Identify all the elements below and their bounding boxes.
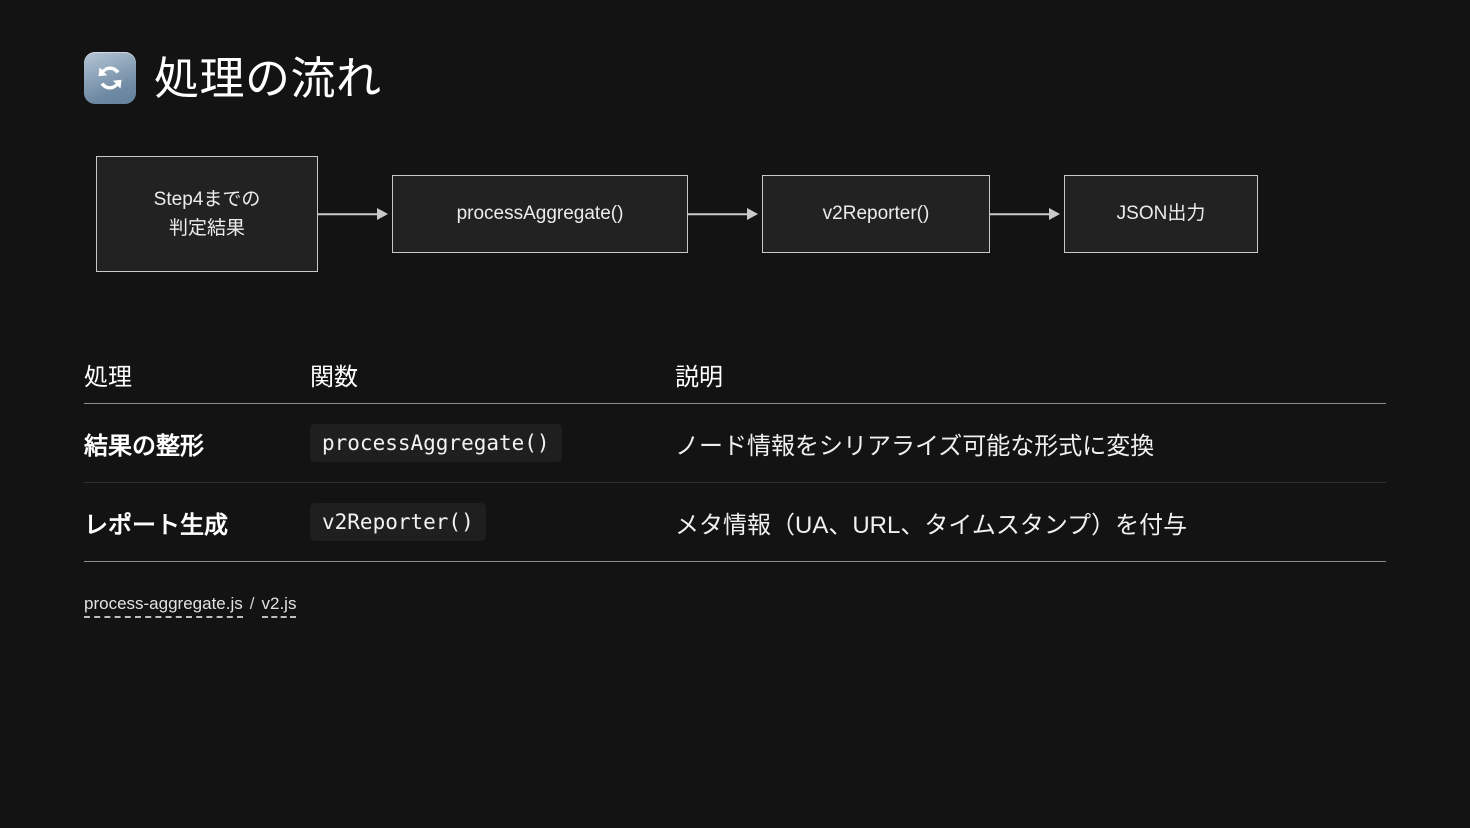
arrow-shaft bbox=[990, 213, 1054, 215]
table-cell-description: ノード情報をシリアライズ可能な形式に変換 bbox=[675, 426, 1386, 461]
link-separator: / bbox=[249, 594, 255, 613]
page-header: 処理の流れ bbox=[84, 52, 382, 104]
process-flow-diagram: Step4までの 判定結果 processAggregate() v2Repor… bbox=[96, 156, 1258, 272]
arrow-head bbox=[377, 208, 388, 220]
table-header-function: 関数 bbox=[310, 363, 358, 391]
source-link-v2[interactable]: v2.js bbox=[261, 594, 297, 618]
flow-node-json-output-label: JSON出力 bbox=[1116, 203, 1206, 225]
page-title: 処理の流れ bbox=[154, 52, 382, 104]
source-link-process-aggregate[interactable]: process-aggregate.js bbox=[84, 594, 243, 618]
table-cell-process: 結果の整形 bbox=[84, 426, 310, 461]
arrow-shaft bbox=[318, 213, 382, 215]
table-header-process: 処理 bbox=[84, 363, 132, 391]
table-header-description: 説明 bbox=[675, 363, 723, 391]
flow-node-v2-reporter: v2Reporter() bbox=[762, 175, 990, 253]
arrow-head bbox=[1049, 208, 1060, 220]
function-code-chip: processAggregate() bbox=[310, 423, 562, 463]
flow-node-input-line-2: 判定結果 bbox=[168, 218, 245, 239]
arrow-head bbox=[747, 208, 758, 220]
source-file-links: process-aggregate.js / v2.js bbox=[84, 594, 297, 618]
flow-arrow-1 bbox=[318, 207, 392, 221]
function-code-chip: v2Reporter() bbox=[310, 502, 486, 542]
flow-arrow-3 bbox=[990, 207, 1064, 221]
description-text: ノード情報をシリアライズ可能な形式に変換 bbox=[675, 432, 1155, 460]
table-cell-function: v2Reporter() bbox=[310, 502, 675, 542]
flow-node-json-output: JSON出力 bbox=[1064, 175, 1258, 253]
process-label: 結果の整形 bbox=[84, 432, 204, 460]
table-row: 結果の整形 processAggregate() ノード情報をシリアライズ可能な… bbox=[84, 404, 1386, 483]
flow-node-input: Step4までの 判定結果 bbox=[96, 156, 318, 272]
flow-arrow-2 bbox=[688, 207, 762, 221]
table-cell-description: メタ情報（UA、URL、タイムスタンプ）を付与 bbox=[675, 505, 1386, 540]
description-text: メタ情報（UA、URL、タイムスタンプ）を付与 bbox=[675, 511, 1188, 539]
table-row: レポート生成 v2Reporter() メタ情報（UA、URL、タイムスタンプ）… bbox=[84, 483, 1386, 562]
flow-node-process-aggregate-label: processAggregate() bbox=[456, 203, 624, 225]
flow-node-input-line-1: Step4までの bbox=[153, 188, 261, 210]
table-cell-function: processAggregate() bbox=[310, 423, 675, 463]
process-table: 処理 関数 説明 結果の整形 processAggregate() ノード情報を… bbox=[84, 345, 1386, 562]
table-header-row: 処理 関数 説明 bbox=[84, 345, 1386, 404]
flow-node-process-aggregate: processAggregate() bbox=[392, 175, 688, 253]
arrow-shaft bbox=[688, 213, 752, 215]
refresh-cycle-icon bbox=[84, 52, 136, 104]
table-cell-process: レポート生成 bbox=[84, 505, 310, 540]
process-label: レポート生成 bbox=[84, 511, 228, 539]
flow-node-v2-reporter-label: v2Reporter() bbox=[822, 203, 930, 225]
